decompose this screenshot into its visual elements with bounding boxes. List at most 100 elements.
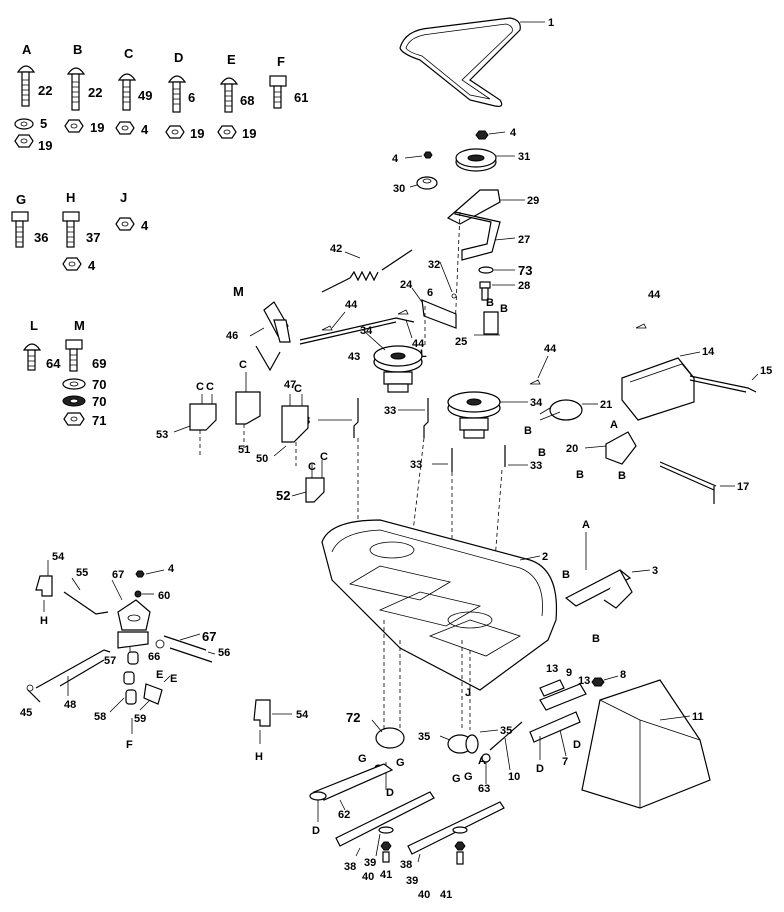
nut-icon-d	[165, 125, 185, 139]
bracket-part-3	[564, 532, 651, 609]
callout-29: 29	[527, 195, 539, 207]
letter-j-35: J	[465, 687, 471, 699]
callout-14: 14	[702, 346, 715, 358]
hardware-legend: A B C D E F 22 22	[11, 42, 308, 428]
pin-part-63	[481, 753, 491, 784]
qty-a-nut: 19	[38, 138, 52, 153]
callout-40-left: 40	[362, 871, 374, 883]
washer-icon-a	[14, 118, 34, 130]
bracket-part-54-lower	[253, 699, 292, 744]
washer-icon-m2	[62, 395, 86, 407]
letter-e-59b: E	[170, 673, 177, 685]
qty-d-bolt: 6	[188, 90, 195, 105]
callout-34-left: 34	[360, 325, 373, 337]
key-letter-d: D	[174, 50, 183, 65]
callout-67-b: 67	[202, 629, 216, 644]
callout-45: 45	[20, 707, 32, 719]
bracket-part-53	[173, 394, 217, 458]
nut-icon-c	[115, 121, 135, 135]
qty-b-nut: 19	[90, 120, 104, 135]
callout-7: 7	[562, 756, 568, 768]
qty-d-nut: 19	[190, 126, 204, 141]
letter-g-72c: G	[396, 757, 405, 769]
callout-30: 30	[393, 183, 405, 195]
key-letter-f: F	[277, 54, 285, 69]
key-letter-m: M	[74, 318, 85, 333]
callout-54-a: 54	[52, 551, 65, 563]
callout-15: 15	[760, 365, 772, 377]
rod-part-55	[63, 577, 109, 615]
callout-44-c: 44	[544, 343, 557, 355]
washer-bolt-73-28	[478, 266, 515, 301]
letter-a-20: A	[610, 419, 618, 431]
letter-m-46: M	[233, 284, 244, 299]
letter-d-10: D	[536, 763, 544, 775]
spindle-assembly-34-left	[364, 331, 423, 393]
nut-icon-h	[62, 257, 82, 271]
callout-53: 53	[156, 429, 168, 441]
callout-1: 1	[548, 17, 554, 29]
belt-part-1	[399, 17, 545, 107]
qty-a-bolt: 22	[38, 83, 52, 98]
left-bracket-54	[35, 560, 53, 612]
callout-21: 21	[600, 399, 612, 411]
callout-4-left: 4	[168, 563, 175, 575]
letter-d-72: D	[386, 787, 394, 799]
callout-42: 42	[330, 243, 342, 255]
spacers-part-58	[109, 651, 139, 713]
bracket-part-46	[249, 301, 291, 343]
hex-bolt-icon-m	[65, 339, 83, 372]
letter-b-21b: B	[538, 447, 546, 459]
callout-10: 10	[508, 771, 520, 783]
callout-31: 31	[518, 151, 530, 163]
spindle-housings-72-35	[371, 620, 499, 790]
key-letter-c: C	[124, 46, 134, 61]
lift-bracket-14-15	[621, 323, 759, 421]
callout-47: 47	[284, 379, 296, 391]
callout-44-a: 44	[345, 299, 358, 311]
callout-62: 62	[338, 809, 350, 821]
callout-13-a: 13	[546, 663, 558, 675]
bracket-part-50	[273, 394, 309, 466]
letter-c-50: C	[294, 383, 302, 395]
bolt-icon-e	[219, 77, 239, 113]
mower-deck-part-2	[321, 519, 558, 691]
rods-part-66-56	[155, 633, 216, 663]
key-letter-l: L	[30, 318, 38, 333]
blade-stack-right	[407, 801, 505, 865]
spindle-assembly-34-right	[447, 391, 528, 439]
letter-c-52a: C	[308, 461, 316, 473]
letter-g-35b: G	[464, 771, 473, 783]
callout-4-idler: 4	[392, 153, 399, 165]
callout-4-top: 4	[510, 127, 517, 139]
hex-bolt-icon-g	[11, 211, 29, 248]
qty-h-bolt: 37	[86, 230, 100, 245]
nut-icon-a	[14, 134, 34, 148]
callout-24: 24	[400, 279, 413, 291]
callout-57: 57	[104, 655, 116, 667]
hinge-parts-9-13-8-7-10	[489, 675, 619, 771]
callout-2: 2	[542, 551, 548, 563]
callout-11: 11	[692, 711, 704, 723]
letter-h-54a: H	[40, 615, 48, 627]
qty-e-bolt: 68	[240, 93, 254, 108]
callout-66: 66	[148, 651, 160, 663]
callout-48: 48	[64, 699, 76, 711]
callout-27: 27	[518, 234, 530, 246]
callout-13-b: 13	[578, 675, 590, 687]
callout-38-right: 38	[400, 859, 412, 871]
callout-39-left: 39	[364, 857, 376, 869]
qty-j-nut: 4	[141, 218, 149, 233]
callout-55: 55	[76, 567, 88, 579]
bracket-part-67-60	[111, 569, 165, 631]
bracket-part-20	[584, 431, 637, 465]
key-letter-g: G	[16, 192, 26, 207]
clip-44-right	[529, 355, 549, 385]
callout-39-right: 39	[406, 875, 418, 887]
callout-38-left: 38	[344, 861, 356, 873]
letter-b-3b: B	[592, 633, 600, 645]
letter-l-bracket: L	[420, 348, 427, 360]
spring-part-42	[321, 249, 413, 293]
pin-part-45	[26, 684, 41, 703]
